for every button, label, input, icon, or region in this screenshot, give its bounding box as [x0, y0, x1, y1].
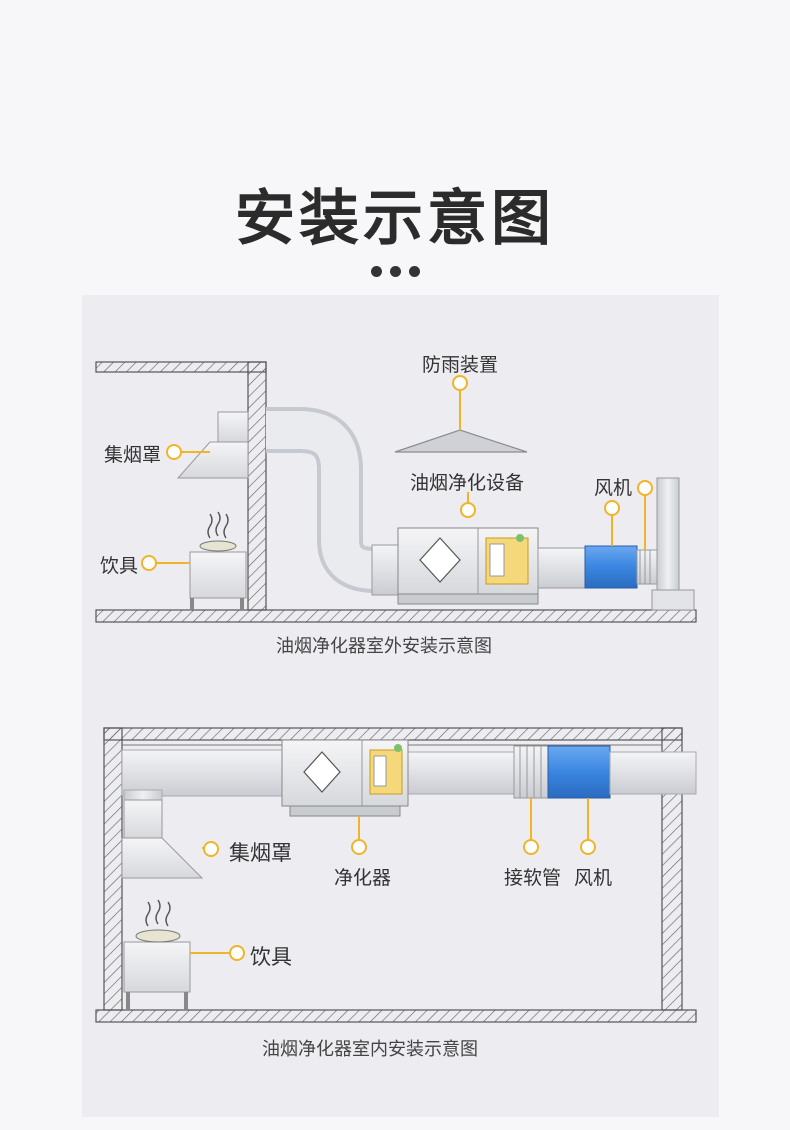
- outdoor-wall: [247, 361, 267, 611]
- label-fan: 风机: [594, 477, 633, 499]
- hood-marker: [166, 444, 182, 460]
- indoor-purifier-marker: [351, 839, 367, 855]
- chimney-marker: [637, 480, 653, 496]
- label-indoor-fan: 风机: [574, 867, 613, 889]
- outdoor-chimney: [656, 477, 680, 591]
- indoor-fan: [547, 745, 611, 799]
- outdoor-hood-stack: [217, 411, 249, 443]
- title-dots: [0, 262, 790, 281]
- indoor-purifier-logo: [303, 751, 341, 793]
- indoor-stove: [123, 941, 191, 993]
- indoor-flex-marker: [523, 839, 539, 855]
- outdoor-duct: [266, 411, 400, 589]
- outdoor-pipe-to-fan: [537, 547, 589, 589]
- indoor-hood-stack: [123, 799, 163, 839]
- outdoor-ceiling: [95, 361, 267, 373]
- rain-guard: [394, 429, 528, 453]
- fan-marker: [604, 500, 620, 516]
- label-stove: 饮具: [100, 555, 139, 577]
- page-title: 安装示意图: [235, 184, 555, 254]
- indoor-caption: 油烟净化器室内安装示意图: [262, 1039, 478, 1060]
- label-hood: 集烟罩: [104, 444, 162, 466]
- stove-marker: [141, 555, 157, 571]
- outdoor-fan: [584, 545, 638, 589]
- indoor-stove-marker: [229, 945, 245, 961]
- indoor-steam-icon: [145, 899, 171, 927]
- indoor-exit-pipe: [609, 751, 697, 795]
- outdoor-steam-icon: [207, 511, 229, 539]
- indoor-left-wall: [103, 727, 123, 1011]
- label-indoor-stove: 饮具: [250, 945, 292, 969]
- indoor-ceiling: [103, 727, 683, 741]
- outdoor-caption: 油烟净化器室外安装示意图: [276, 636, 492, 657]
- outdoor-wok: [199, 540, 237, 552]
- label-indoor-flex-pipe: 接软管: [504, 867, 562, 889]
- label-purifier-device: 油烟净化设备: [410, 472, 525, 494]
- label-rain-guard: 防雨装置: [422, 354, 499, 376]
- outdoor-purifier-logo: [419, 537, 461, 583]
- indoor-wok: [135, 929, 181, 943]
- indoor-floor: [95, 1009, 697, 1023]
- purifier-marker: [460, 502, 476, 518]
- indoor-duct-left: [121, 749, 283, 797]
- indoor-fan-marker: [580, 839, 596, 855]
- indoor-hood-marker: [203, 841, 219, 857]
- indoor-hood: [121, 837, 204, 879]
- outdoor-stove: [189, 551, 247, 599]
- indoor-duct-mid: [407, 751, 519, 795]
- outdoor-hood: [176, 441, 249, 479]
- indoor-diagram: [95, 727, 697, 1023]
- label-indoor-hood: 集烟罩: [229, 841, 292, 865]
- outdoor-duct-reducer: [371, 544, 401, 596]
- indoor-flex-pipe: [513, 745, 549, 799]
- rain-guard-marker: [452, 375, 468, 391]
- label-indoor-purifier: 净化器: [334, 867, 392, 889]
- outdoor-diagram: [95, 361, 697, 623]
- outdoor-floor: [95, 609, 697, 623]
